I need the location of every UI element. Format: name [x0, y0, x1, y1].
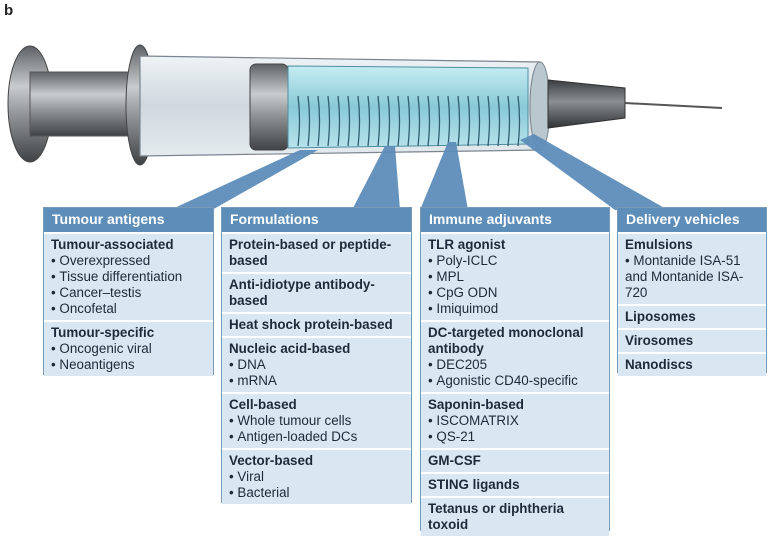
group-tumour-associated: Tumour-associated Overexpressed Tissue d… — [44, 232, 213, 320]
list-item: Viral — [229, 469, 405, 485]
panel-header: Delivery vehicles — [618, 208, 766, 232]
group-emulsions: Emulsions Montanide ISA-51 and Montanide… — [618, 232, 766, 304]
list-item: Oncofetal — [51, 301, 207, 317]
syringe-illustration — [7, 44, 723, 210]
list-item: MPL — [428, 269, 603, 285]
list-item: Antigen-loaded DCs — [229, 429, 405, 445]
list-item: Imiquimod — [428, 301, 603, 317]
connector-tumour-antigens — [170, 150, 318, 210]
group-vector-based: Vector-based Viral Bacterial — [222, 448, 411, 504]
list-item: Poly-ICLC — [428, 253, 603, 269]
list-item: Montanide ISA-51 and Montanide ISA-720 — [625, 253, 760, 301]
panel-delivery-vehicles: Delivery vehicles Emulsions Montanide IS… — [617, 207, 767, 376]
group-title: STING ligands — [428, 477, 520, 492]
list-item: Overexpressed — [51, 253, 207, 269]
group-title: Vector-based — [229, 453, 314, 468]
panel-header: Tumour antigens — [44, 208, 213, 232]
list-item: QS-21 — [428, 429, 603, 445]
list-item: Neoantigens — [51, 357, 207, 373]
group-heat-shock: Heat shock protein-based — [222, 312, 411, 336]
group-title: Anti-idiotype antibody-based — [229, 277, 375, 308]
group-title: DC-targeted monoclonal antibody — [428, 325, 584, 356]
needle-hub — [547, 79, 626, 129]
group-title: Tumour-specific — [51, 325, 155, 340]
group-anti-idiotype: Anti-idiotype antibody-based — [222, 272, 411, 312]
group-gm-csf: GM-CSF — [421, 448, 609, 472]
vaccine-liquid — [287, 65, 529, 149]
list-item: Cancer–testis — [51, 285, 207, 301]
group-sting-ligands: STING ligands — [421, 472, 609, 496]
figure-label: b — [4, 2, 14, 19]
list-item: ISCOMATRIX — [428, 413, 603, 429]
group-dc-targeted: DC-targeted monoclonal antibody DEC205 A… — [421, 320, 609, 392]
connector-formulations — [352, 146, 400, 210]
group-tlr-agonist: TLR agonist Poly-ICLC MPL CpG ODN Imiqui… — [421, 232, 609, 320]
group-title: GM-CSF — [428, 453, 481, 468]
group-title: Nucleic acid-based — [229, 341, 351, 356]
list-item: CpG ODN — [428, 285, 603, 301]
group-title: Tetanus or diphtheria toxoid — [428, 501, 564, 532]
group-title: Nanodiscs — [625, 357, 693, 372]
group-tetanus-toxoid: Tetanus or diphtheria toxoid — [421, 496, 609, 536]
connector-immune-adjuvants — [420, 142, 468, 210]
group-title: Cell-based — [229, 397, 297, 412]
panel-tumour-antigens: Tumour antigens Tumour-associated Overex… — [43, 207, 214, 376]
group-title: Tumour-associated — [51, 237, 174, 252]
group-protein-based: Protein-based or peptide-based — [222, 232, 411, 272]
panel-header: Formulations — [222, 208, 411, 232]
connector-delivery-vehicles — [520, 134, 668, 210]
panel-immune-adjuvants: Immune adjuvants TLR agonist Poly-ICLC M… — [420, 207, 610, 536]
plunger-seal — [249, 63, 289, 151]
panel-formulations: Formulations Protein-based or peptide-ba… — [221, 207, 412, 504]
group-nanodiscs: Nanodiscs — [618, 352, 766, 376]
group-saponin-based: Saponin-based ISCOMATRIX QS-21 — [421, 392, 609, 448]
list-item: mRNA — [229, 373, 405, 389]
needle — [624, 102, 723, 109]
list-item: DEC205 — [428, 357, 603, 373]
group-title: Emulsions — [625, 237, 693, 252]
group-title: Heat shock protein-based — [229, 317, 393, 332]
group-title: Saponin-based — [428, 397, 524, 412]
group-title: Liposomes — [625, 309, 696, 324]
list-item: DNA — [229, 357, 405, 373]
panel-header: Immune adjuvants — [421, 208, 609, 232]
group-cell-based: Cell-based Whole tumour cells Antigen-lo… — [222, 392, 411, 448]
group-title: Protein-based or peptide-based — [229, 237, 392, 268]
list-item: Tissue differentiation — [51, 269, 207, 285]
group-liposomes: Liposomes — [618, 304, 766, 328]
graduation-marks — [297, 95, 521, 147]
list-item: Bacterial — [229, 485, 405, 501]
group-title: Virosomes — [625, 333, 694, 348]
list-item: Agonistic CD40-specific — [428, 373, 603, 389]
group-nucleic-acid: Nucleic acid-based DNA mRNA — [222, 336, 411, 392]
group-virosomes: Virosomes — [618, 328, 766, 352]
list-item: Whole tumour cells — [229, 413, 405, 429]
list-item: Oncogenic viral — [51, 341, 207, 357]
group-title: TLR agonist — [428, 237, 506, 252]
group-tumour-specific: Tumour-specific Oncogenic viral Neoantig… — [44, 320, 213, 376]
